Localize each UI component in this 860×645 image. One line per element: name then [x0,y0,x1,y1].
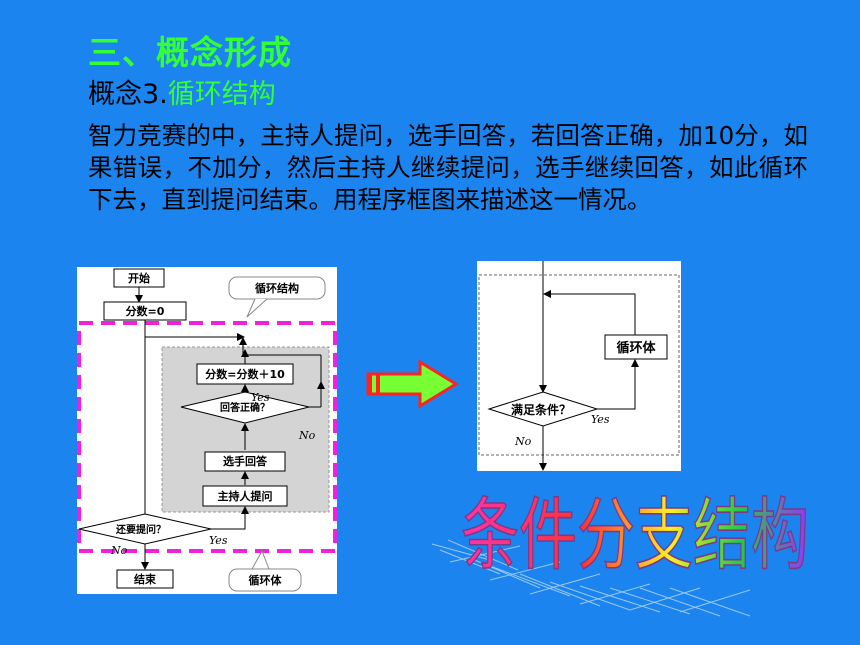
yes-label: Yes [591,413,610,426]
loop-body-label: 循环体 [616,340,656,356]
decision-more-questions-label: 还要提问？ [115,523,166,536]
yes-inner-label: Yes [251,391,270,404]
ask-label: 主持人提问 [218,489,273,503]
page-title: 三、概念形成 [88,33,292,72]
description-paragraph: 智力竞赛的中，主持人提问，选手回答，若回答正确，加10分，如果错误，不加分，然后… [88,121,808,214]
callout-loop-body [228,568,302,592]
subtitle-highlight: 循环结构 [167,79,276,110]
wordart-text: 条件分支结构 [461,490,809,581]
flowchart-left-svg: 开始 分数=0 循环结构 分数=分数＋10 回答正确？ Yes No 选手回答 [77,268,337,592]
end-box [116,569,174,589]
subtitle-prefix: 概念3. [88,79,168,110]
flowchart-left-panel: 开始 分数=0 循环结构 分数=分数＋10 回答正确？ Yes No 选手回答 [77,267,337,594]
init-label: 分数=0 [126,304,165,318]
callout-loop-structure-label: 循环结构 [255,281,299,295]
start-label: 开始 [128,271,150,285]
callout-loop-body-label: 循环体 [249,573,283,587]
end-label: 结束 [133,572,157,586]
flowchart-right-svg: 循环体 满足条件？ Yes No [478,261,680,471]
answer-label: 选手回答 [223,454,268,468]
update-score-label: 分数=分数＋10 [205,367,285,381]
flowchart-right-panel: 循环体 满足条件？ Yes No [477,261,681,471]
concept-subtitle: 概念3.循环结构 [88,72,276,111]
no-outer-label: No [110,544,128,557]
no-label: No [514,435,532,448]
loop-body-box [604,334,668,360]
loop-region [478,274,680,456]
callout-loop-structure [228,276,326,300]
yes-outer-label: Yes [209,534,228,547]
wordart-conditional-structure: 条件分支结构 [431,490,810,617]
decision-condition-label: 满足条件？ [511,402,571,417]
no-inner-label: No [298,429,316,442]
decision-correct-label: 回答正确？ [220,401,270,414]
